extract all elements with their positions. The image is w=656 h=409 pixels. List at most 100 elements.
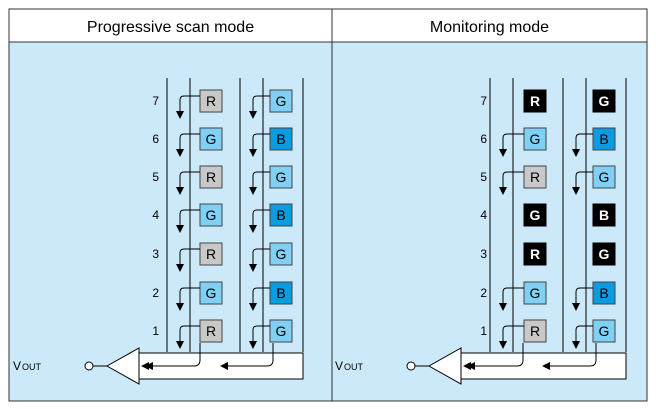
transfer-arrow-left [176,171,200,195]
pixel-cell-left [199,203,223,227]
pixel-cell-left [199,165,223,189]
pixel-label-left: G [206,285,217,301]
pixel-cell-left [523,319,547,343]
transfer-arrow-right [249,209,270,233]
vout-label: VOUT [13,359,42,373]
pixel-label-left: G [530,131,541,147]
row-number: 7 [152,94,159,108]
pixel-cell-right [592,127,616,151]
vout-subscript: OUT [344,362,364,372]
pixel-label-right: B [599,131,608,147]
pixel-label-right: B [276,131,285,147]
panel-title: Monitoring mode [430,19,549,36]
pixel-label-left: R [206,323,216,339]
pixel-label-right: G [599,169,610,185]
pixel-cell-left [199,127,223,151]
row-number: 6 [152,132,159,146]
pixel-cell-left [523,281,547,305]
pixel-cell-left [523,242,547,266]
transfer-arrow-right [249,95,270,119]
pixel-label-left: R [530,169,540,185]
row-number: 5 [152,170,159,184]
pixel-cell-right [592,203,616,227]
pixel-cell-left [523,165,547,189]
pixel-cell-left [199,89,223,113]
panel-header [331,8,648,43]
row-number: 3 [480,247,487,261]
row-number: 7 [480,94,487,108]
row-number: 4 [480,208,487,222]
pixel-label-left: R [206,169,216,185]
row-number: 1 [152,324,159,338]
pixel-cell-right [269,203,293,227]
row-number: 4 [152,208,159,222]
row-number: 2 [152,286,159,300]
transfer-arrow-left [499,287,524,311]
vout-label: VOUT [335,359,364,373]
pixel-label-left: R [530,323,540,339]
pixel-cell-left [523,89,547,113]
transfer-arrow-right [249,287,270,311]
transfer-arrow-left [499,171,524,195]
vout-subscript: OUT [22,362,42,372]
pixel-label-right: G [276,323,287,339]
pixel-cell-right [269,242,293,266]
transfer-arrow-right [572,287,593,311]
pixel-label-left: R [206,246,216,262]
pixel-label-right: B [599,285,608,301]
pixel-cell-right [269,127,293,151]
pixel-label-left: G [530,207,541,223]
row-number: 1 [480,324,487,338]
row-number: 6 [480,132,487,146]
transfer-arrow-left [499,325,524,349]
pixel-label-left: R [530,246,540,262]
output-amplifier-icon [427,347,462,385]
pixel-cell-right [592,165,616,189]
register-transfer-arrow-2 [220,343,274,370]
pixel-label-right: G [599,323,610,339]
pixel-label-left: R [206,93,216,109]
transfer-arrow-left [176,325,200,349]
pixel-label-right: G [599,93,610,109]
transfer-arrow-right [249,171,270,195]
pixel-label-right: B [276,207,285,223]
register-transfer-arrow-1 [467,343,524,370]
row-number: 2 [480,286,487,300]
pixel-cell-right [592,319,616,343]
pixel-label-left: G [206,131,217,147]
vout-main: V [13,359,21,373]
pixel-cell-right [269,319,293,343]
pixel-label-right: B [276,285,285,301]
pixel-cell-left [523,203,547,227]
pixel-cell-right [269,165,293,189]
transfer-arrow-left [499,133,524,157]
output-terminal-icon [84,361,94,371]
pixel-label-right: G [599,246,610,262]
pixel-label-right: G [276,93,287,109]
output-amplifier-icon [105,347,140,385]
transfer-arrow-left [176,248,200,272]
panel-header [8,8,333,43]
pixel-cell-right [592,242,616,266]
pixel-cell-left [199,281,223,305]
register-transfer-arrow-1 [145,343,201,370]
output-terminal-icon [406,361,416,371]
pixel-label-left: G [206,207,217,223]
row-number: 3 [152,247,159,261]
transfer-arrow-left [176,95,200,119]
pixel-cell-left [199,242,223,266]
transfer-arrow-right [249,133,270,157]
pixel-cell-right [592,281,616,305]
transfer-arrow-right [572,325,593,349]
pixel-label-right: B [599,207,609,223]
pixel-label-left: R [530,93,540,109]
panel-title: Progressive scan mode [87,19,254,36]
transfer-arrow-right [572,133,593,157]
pixel-cell-right [269,89,293,113]
transfer-arrow-right [249,248,270,272]
register-transfer-arrow-2 [542,343,597,370]
pixel-cell-right [269,281,293,305]
